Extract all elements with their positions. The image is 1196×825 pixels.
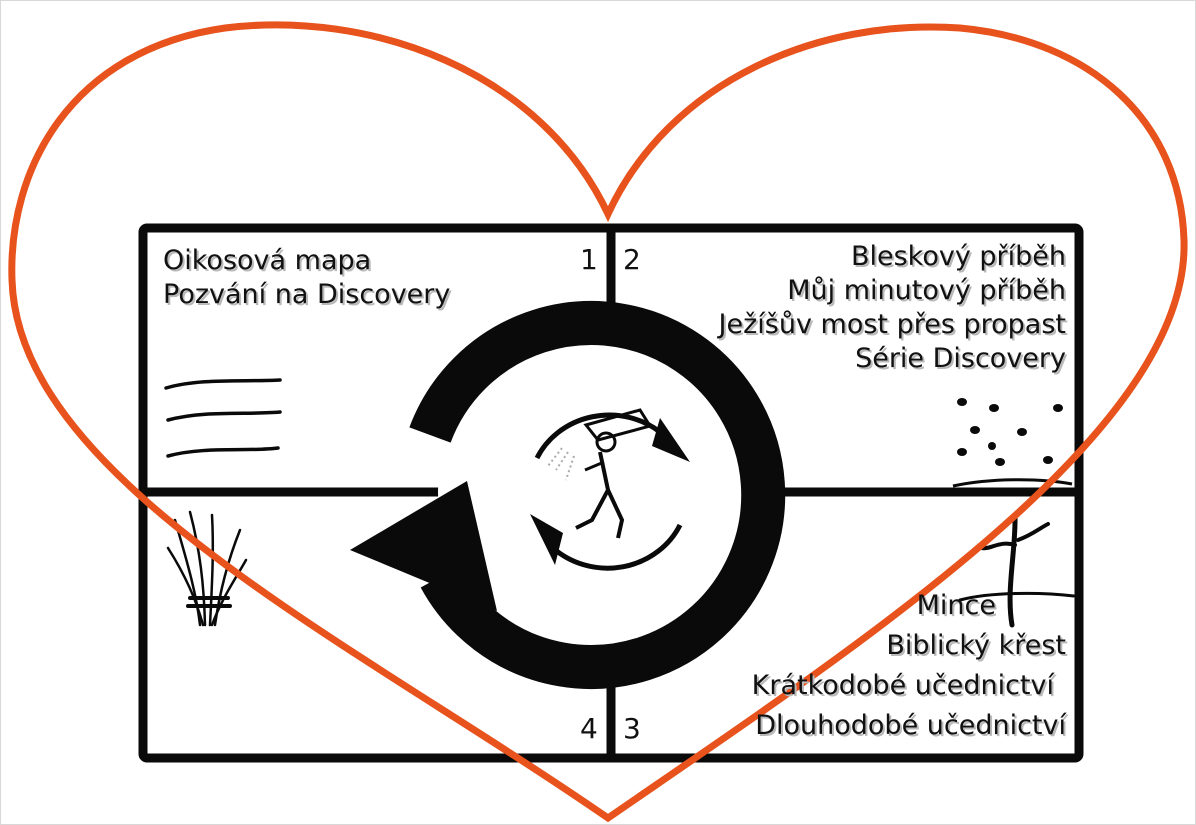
q1-line: Oikosová mapa	[163, 245, 372, 276]
q2-line: Ježíšův most přes propast	[718, 309, 1066, 340]
q2-line: Bleskový příběh	[850, 241, 1066, 272]
quadrant-3-text: Mince Biblický křest Krátkodobé učednict…	[752, 586, 1066, 746]
q1-line: Pozvání na Discovery	[163, 279, 451, 310]
quadrant-1-text: Oikosová mapa Pozvání na Discovery	[163, 244, 450, 312]
q3-line: Krátkodobé učednictví	[751, 670, 1054, 701]
q3-line: Dlouhodobé učednictví	[755, 710, 1066, 741]
wheat-bundle-icon	[166, 510, 248, 627]
quadrant-1-number: 1	[580, 243, 598, 276]
soil-lines-icon	[164, 378, 282, 458]
q3-line: Mince	[916, 590, 996, 621]
heart-outline-icon	[8, 21, 1188, 823]
sprout-icon	[958, 512, 1076, 628]
quadrant-2-number: 2	[623, 243, 641, 276]
quadrant-3-number: 3	[623, 712, 641, 745]
q2-line: Série Discovery	[855, 343, 1066, 374]
q2-line: Můj minutový příběh	[787, 275, 1066, 306]
sower-icon	[530, 408, 690, 571]
q3-line: Biblický křest	[886, 630, 1066, 661]
quadrant-4-number: 4	[580, 712, 598, 745]
quadrant-2-text: Bleskový příběh Můj minutový příběh Ježí…	[719, 240, 1066, 376]
seeds-icon	[952, 398, 1073, 488]
